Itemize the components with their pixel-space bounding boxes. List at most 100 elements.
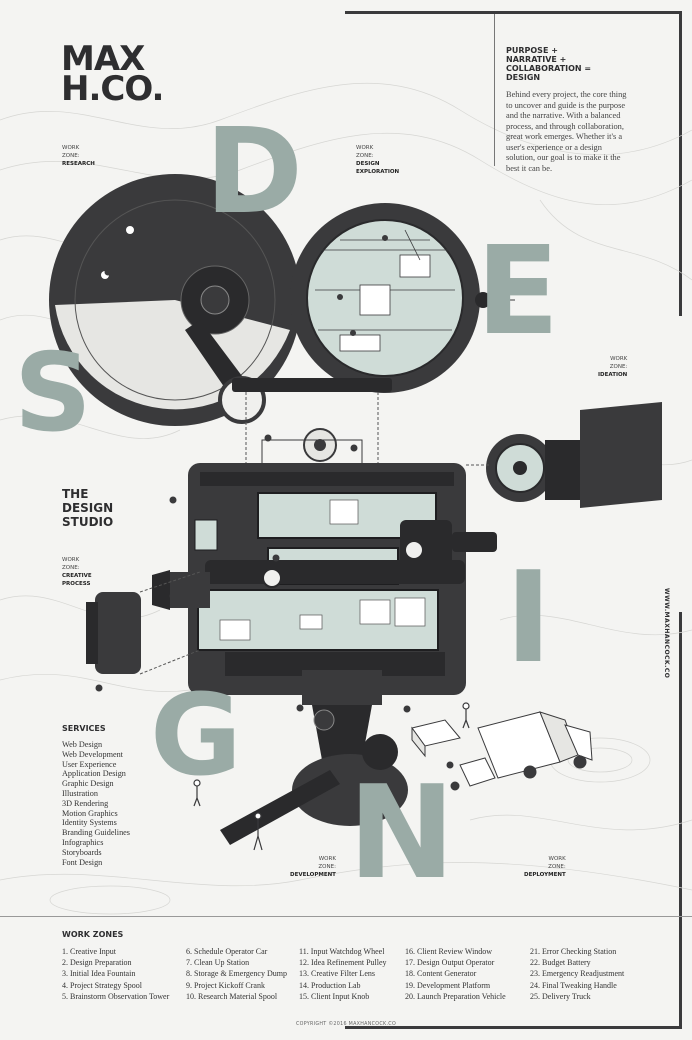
work-zones-title: WORK ZONES	[62, 930, 124, 939]
zone-label-development: WORK ZONE: DEVELOPMENT	[290, 855, 336, 879]
work-zone-item: 14. Production Lab	[299, 980, 361, 990]
purpose-heading-line: PURPOSE +	[506, 46, 558, 55]
services-list: Web Design Web Development User Experien…	[62, 740, 130, 867]
work-zones-column-5: 21. Error Checking Station 22. Budget Ba…	[530, 946, 624, 1002]
zone-label-deployment: WORK ZONE: DEPLOYMENT	[524, 855, 566, 879]
zone-label-ideation: WORK ZONE: IDEATION	[598, 355, 627, 379]
letter-g: G	[150, 671, 242, 801]
zone-label-name: DESIGN	[356, 161, 380, 167]
zone-label-name: CREATIVE	[62, 573, 92, 579]
letter-i: I	[505, 544, 552, 691]
studio-title-line: THE	[62, 487, 89, 501]
work-zone-item: 21. Error Checking Station	[530, 947, 617, 956]
services-title: SERVICES	[62, 724, 106, 733]
service-item: Branding Guidelines	[62, 828, 130, 838]
zone-label-name: RESEARCH	[62, 161, 95, 167]
studio-title: THE DESIGN STUDIO	[62, 487, 113, 529]
work-zone-item: 19. Development Platform	[405, 980, 491, 990]
zone-label-creative-process: WORK ZONE: CREATIVE PROCESS	[62, 556, 92, 588]
gear-mechanism	[261, 428, 363, 466]
zone-label-name: DEPLOYMENT	[524, 872, 566, 878]
purpose-divider	[494, 14, 495, 166]
zone-label-line: ZONE:	[318, 864, 336, 870]
zone-label-research: WORK ZONE: RESEARCH	[62, 144, 95, 168]
work-zone-item: 6. Schedule Operator Car	[186, 947, 268, 956]
zone-label-line: WORK	[62, 145, 80, 151]
work-zone-item: 4. Project Strategy Spool	[62, 980, 142, 990]
service-item: Identity Systems	[62, 818, 117, 828]
zone-label-line: ZONE:	[609, 364, 628, 370]
work-zone-item: 16. Client Review Window	[405, 947, 493, 956]
purpose-heading-line: DESIGN	[506, 73, 541, 82]
reel-mount-bar	[232, 378, 392, 392]
brand-logo: MAX H.CO.	[61, 39, 164, 109]
work-zone-item: 8. Storage & Emergency Dump	[186, 969, 287, 979]
work-zone-item: 22. Budget Battery	[530, 958, 591, 968]
frame-bottom-line	[345, 1026, 682, 1029]
work-zone-item: 9. Project Kickoff Crank	[186, 980, 265, 990]
letter-e: E	[476, 220, 560, 362]
purpose-heading-line: NARRATIVE +	[506, 55, 567, 64]
work-zone-item: 15. Client Input Knob	[299, 991, 370, 1001]
letter-n: N	[348, 759, 456, 908]
service-item: Application Design	[62, 769, 126, 779]
zone-label-name: EXPLORATION	[356, 169, 400, 175]
work-zone-item: 10. Research Material Spool	[186, 991, 278, 1001]
work-zone-item: 18. Content Generator	[405, 969, 477, 979]
left-film-reel	[49, 174, 301, 426]
eyepiece	[86, 570, 210, 675]
frame-right-line-lower	[679, 612, 682, 1029]
service-item: User Experience	[62, 759, 117, 769]
zone-label-line: WORK	[318, 856, 336, 862]
footer-divider	[0, 916, 692, 917]
work-zone-item: 11. Input Watchdog Wheel	[299, 947, 385, 956]
zone-label-name: IDEATION	[598, 372, 628, 378]
work-zones-column-1: 1. Creative Input 2. Design Preparation …	[62, 946, 169, 1002]
zone-label-line: WORK	[356, 145, 374, 151]
brand-line-1: MAX	[61, 39, 145, 79]
worker-figures	[193, 702, 470, 851]
service-item: 3D Rendering	[62, 798, 109, 808]
work-zones-column-4: 16. Client Review Window 17. Design Outp…	[405, 946, 506, 1002]
letter-s: S	[14, 331, 92, 456]
zone-label-line: ZONE:	[62, 153, 80, 159]
zone-label-line: ZONE:	[62, 565, 80, 571]
service-item: Infographics	[62, 837, 104, 847]
work-zone-item: 3. Initial Idea Fountain	[62, 969, 136, 979]
service-item: Web Design	[62, 740, 103, 749]
service-item: Motion Graphics	[62, 808, 118, 818]
work-zone-item: 2. Design Preparation	[62, 958, 132, 968]
website-url: WWW.MAXHANCOCK.CO	[663, 588, 670, 679]
delivery-truck	[411, 711, 593, 791]
camera-body	[188, 463, 497, 695]
zone-label-design-exploration: WORK ZONE: DESIGN EXPLORATION	[356, 144, 399, 176]
work-zone-item: 7. Clean Up Station	[186, 958, 250, 968]
zone-label-line: WORK	[610, 356, 628, 362]
service-item: Storyboards	[62, 847, 102, 857]
service-item: Illustration	[62, 788, 98, 798]
purpose-heading-line: COLLABORATION =	[506, 64, 592, 73]
frame-top-line	[345, 11, 682, 14]
copyright: COPYRIGHT ©2016 MAXHANCOCK.CO	[295, 1022, 397, 1027]
studio-title-line: STUDIO	[62, 515, 114, 529]
brand-line-2: H.CO.	[61, 69, 164, 109]
right-film-reel	[290, 203, 515, 393]
zone-label-name: PROCESS	[62, 581, 91, 587]
service-item: Graphic Design	[62, 779, 114, 789]
work-zone-item: 1. Creative Input	[62, 947, 116, 956]
work-zone-item: 20. Launch Preparation Vehicle	[405, 991, 506, 1001]
work-zone-item: 13. Creative Filter Lens	[299, 969, 375, 979]
work-zone-item: 5. Brainstorm Observation Tower	[62, 991, 170, 1001]
lens-matte-box	[466, 402, 662, 508]
work-zone-item: 12. Idea Refinement Pulley	[299, 958, 387, 968]
work-zone-item: 23. Emergency Readjustment	[530, 969, 625, 979]
service-item: Web Development	[62, 749, 123, 759]
zone-label-name: DEVELOPMENT	[290, 872, 336, 878]
zone-label-line: WORK	[548, 856, 566, 862]
work-zones-column-2: 6. Schedule Operator Car 7. Clean Up Sta…	[186, 946, 287, 1002]
zone-label-line: WORK	[62, 557, 80, 563]
work-zone-item: 17. Design Output Operator	[405, 958, 495, 968]
zone-label-line: ZONE:	[356, 153, 374, 159]
letter-d: D	[205, 102, 303, 240]
